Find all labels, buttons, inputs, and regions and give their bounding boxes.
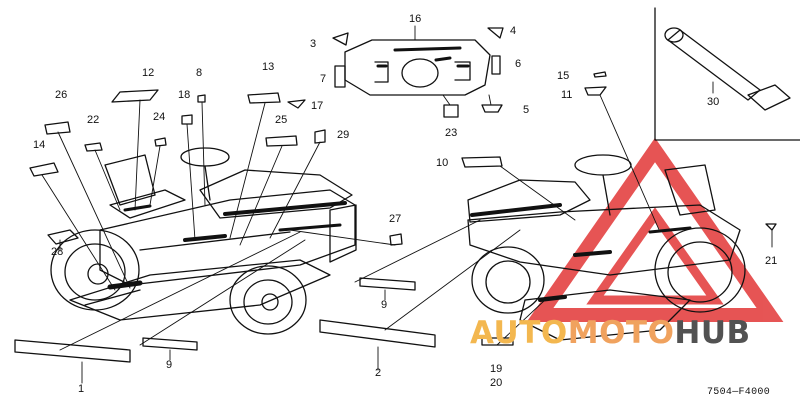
tractor-right-illustration bbox=[467, 154, 746, 341]
figure-code: 7504—F4000 bbox=[706, 387, 770, 398]
callout-12: 12 bbox=[142, 67, 155, 79]
callout-29: 29 bbox=[337, 129, 350, 141]
leader-lines bbox=[41, 25, 773, 384]
callout-30: 30 bbox=[707, 96, 720, 108]
callout-28: 28 bbox=[51, 246, 64, 258]
callout-5: 5 bbox=[523, 104, 530, 116]
callout-25: 25 bbox=[275, 114, 288, 126]
callout-26: 26 bbox=[55, 89, 68, 101]
tractor-left-illustration bbox=[50, 147, 357, 335]
decal-shapes bbox=[14, 27, 777, 363]
callout-23: 23 bbox=[445, 127, 458, 139]
callout-19: 19 bbox=[490, 363, 503, 375]
callout-10: 10 bbox=[436, 157, 449, 169]
watermark-hub: HUB bbox=[674, 315, 751, 351]
callout-9-left: 9 bbox=[166, 359, 173, 371]
callout-17: 17 bbox=[311, 100, 324, 112]
callout-2: 2 bbox=[375, 367, 382, 379]
callout-21: 21 bbox=[765, 255, 778, 267]
callout-7: 7 bbox=[320, 73, 327, 85]
callout-24: 24 bbox=[153, 111, 166, 123]
watermark-logo-triangle bbox=[526, 137, 784, 322]
callout-4: 4 bbox=[510, 25, 517, 37]
callout-11: 11 bbox=[561, 89, 573, 101]
callout-18: 18 bbox=[178, 89, 191, 101]
tool-box-illustration bbox=[654, 7, 800, 141]
callout-20: 20 bbox=[490, 377, 503, 389]
callout-15: 15 bbox=[557, 70, 570, 82]
callout-22: 22 bbox=[87, 114, 100, 126]
callout-1: 1 bbox=[78, 383, 85, 395]
callout-16: 16 bbox=[409, 13, 422, 25]
callout-3: 3 bbox=[310, 38, 317, 50]
callout-14: 14 bbox=[33, 139, 46, 151]
watermark-moto: MOTO bbox=[567, 315, 675, 351]
callout-9-right: 9 bbox=[381, 299, 388, 311]
callout-13: 13 bbox=[262, 61, 275, 73]
watermark-auto: AUTO bbox=[470, 315, 568, 351]
callout-8: 8 bbox=[196, 67, 203, 79]
watermark-text: AUTOMOTOHUB bbox=[470, 316, 751, 350]
hood-decal-illustration bbox=[344, 39, 491, 96]
callout-6: 6 bbox=[515, 58, 522, 70]
callout-27: 27 bbox=[389, 213, 402, 225]
